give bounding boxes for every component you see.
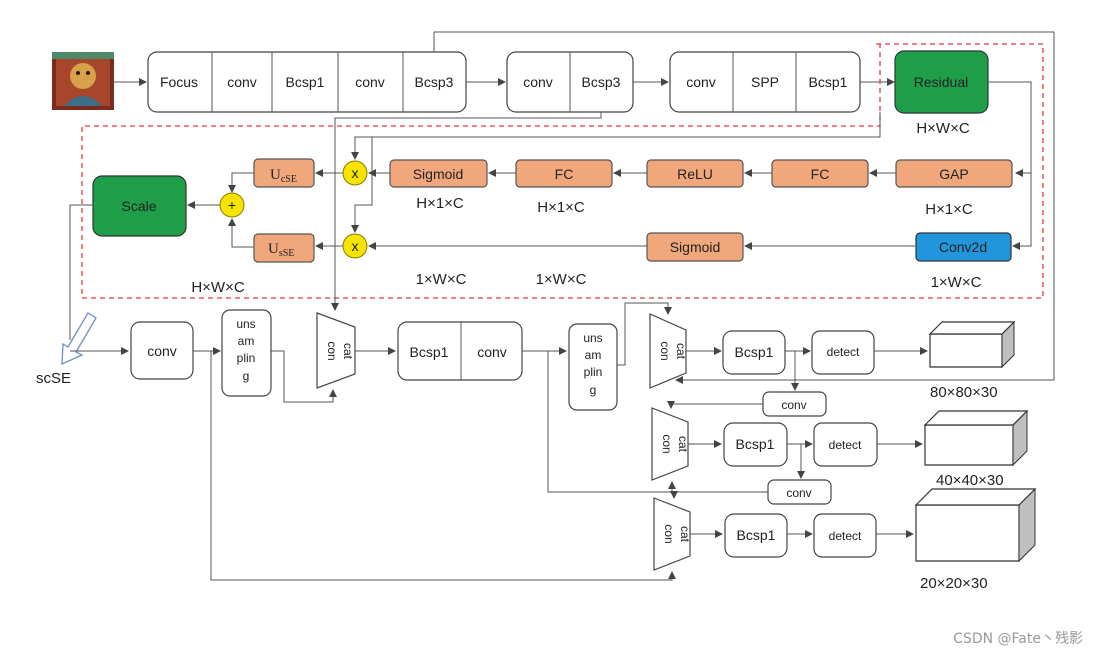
concat-text: con — [662, 524, 676, 543]
upsample-text: uns — [583, 331, 602, 345]
usse-sub: sSE — [279, 248, 295, 259]
concat-block — [316, 312, 356, 389]
concat-text: cat — [678, 526, 692, 543]
scse-label: scSE — [36, 370, 71, 387]
backbone-group-1: Focus conv Bcsp1 conv Bcsp3 — [147, 51, 467, 113]
usse-block — [253, 233, 315, 263]
output-cube-40 — [923, 409, 1029, 467]
backbone-focus: Focus — [160, 74, 198, 90]
multiply-symbol: x — [352, 238, 359, 254]
head3-detect-label: detect — [829, 529, 862, 543]
backbone-spp: SPP — [751, 74, 779, 90]
backbone-conv: conv — [355, 74, 385, 90]
backbone-group-2: conv Bcsp3 — [506, 51, 634, 113]
concat-text: con — [660, 434, 674, 453]
upsample-text: g — [590, 383, 597, 397]
head1-detect-block — [811, 330, 875, 375]
concat-block — [653, 497, 691, 571]
add-symbol: + — [228, 197, 236, 213]
head2-bcsp-label: Bcsp1 — [736, 436, 775, 452]
head1-bcsp-block — [722, 330, 786, 375]
ucse-sub: cSE — [281, 174, 297, 185]
scale-dim: H×W×C — [191, 279, 245, 296]
ucse-u: U — [270, 167, 281, 183]
head-conv-label: conv — [786, 486, 811, 500]
upsample-text: am — [238, 334, 255, 348]
head3-size: 20×20×30 — [920, 575, 988, 592]
svg-text:UcSE: UcSE — [270, 167, 297, 185]
scale-block — [92, 175, 187, 237]
conv2d-label: Conv2d — [939, 239, 987, 255]
head2-size: 40×40×30 — [936, 472, 1004, 489]
watermark: CSDN @Fate丶残影 — [953, 631, 1083, 647]
backbone-bcsp3: Bcsp3 — [415, 74, 454, 90]
concat-text: con — [658, 341, 672, 360]
output-cube-80 — [928, 320, 1016, 369]
neck-conv-label: conv — [147, 343, 177, 359]
upsample-text: g — [243, 369, 250, 383]
neck-conv2-label: conv — [477, 344, 507, 360]
backbone-group-3: conv SPP Bcsp1 — [669, 51, 861, 113]
head1-size: 80×80×30 — [930, 384, 998, 401]
gap-label: GAP — [939, 166, 969, 182]
scse-arrow-icon — [61, 312, 97, 366]
upsample2-block — [568, 323, 618, 411]
concat-block — [651, 407, 689, 481]
backbone-conv: conv — [227, 74, 257, 90]
upsample-text: plin — [237, 351, 256, 365]
relu-label: ReLU — [677, 166, 713, 182]
conv2d-dim: 1×W×C — [931, 274, 982, 291]
concat-text: cat — [674, 343, 688, 360]
concat-text: con — [325, 341, 339, 360]
fc-dim: H×1×C — [537, 199, 585, 216]
concat-block — [649, 313, 687, 389]
neck-bcsp1-label: Bcsp1 — [410, 344, 449, 360]
head-conv-label: conv — [781, 398, 806, 412]
head1-bcsp-label: Bcsp1 — [735, 344, 774, 360]
fc1-label: FC — [555, 166, 574, 182]
fc2-label: FC — [811, 166, 830, 182]
upsample-block — [221, 309, 272, 397]
backbone-bcsp1: Bcsp1 — [286, 74, 325, 90]
multiply-symbol: x — [352, 165, 359, 181]
sigmoid1-dim: H×1×C — [416, 195, 464, 212]
input-image — [52, 52, 114, 110]
head3-bcsp-block — [724, 513, 788, 558]
backbone-conv: conv — [523, 74, 553, 90]
backbone-bcsp3: Bcsp3 — [582, 74, 621, 90]
usse-u: U — [268, 241, 279, 257]
sigmoid2-label: Sigmoid — [670, 239, 721, 255]
upsample-text: plin — [584, 365, 603, 379]
concat-text: cat — [341, 343, 355, 360]
residual-label: Residual — [914, 74, 968, 90]
multiply2-dim: 1×W×C — [416, 271, 467, 288]
sigmoid2-block — [646, 232, 744, 262]
residual-dim: H×W×C — [916, 120, 970, 137]
head3-detect-block — [813, 513, 877, 558]
head1-detect-label: detect — [827, 345, 860, 359]
head2-detect-label: detect — [829, 438, 862, 452]
conv2d-block — [915, 232, 1012, 262]
sigmoid1-label: Sigmoid — [413, 166, 464, 182]
backbone-conv: conv — [686, 74, 716, 90]
gap-dim: H×1×C — [925, 201, 973, 218]
sigmoid2-dim: 1×W×C — [536, 271, 587, 288]
head3-bcsp-label: Bcsp1 — [737, 527, 776, 543]
backbone-bcsp1: Bcsp1 — [809, 74, 848, 90]
upsample-text: uns — [236, 317, 255, 331]
scale-label: Scale — [121, 198, 156, 214]
upsample-text: am — [585, 348, 602, 362]
svg-text:UsSE: UsSE — [268, 241, 294, 259]
concat-text: cat — [676, 436, 690, 453]
output-cube-20 — [914, 487, 1037, 563]
